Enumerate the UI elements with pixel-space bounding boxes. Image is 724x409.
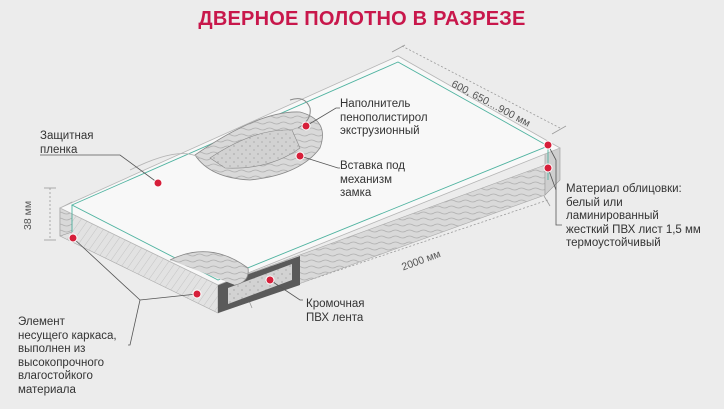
- leader-lines: [40, 107, 562, 346]
- marker-cladding-side: [543, 163, 553, 173]
- page-title: ДВЕРНОЕ ПОЛОТНО В РАЗРЕЗЕ: [198, 8, 526, 30]
- marker-lock-insert: [295, 151, 305, 161]
- panel-side-faces: [59, 139, 561, 314]
- label-filler: Наполнитель пенополистирол экструзионный: [340, 98, 428, 137]
- marker-filler: [301, 121, 311, 131]
- lock-insert-cutout: [129, 98, 323, 286]
- label-cladding-material: Материал облицовки: белый или ламинирова…: [566, 183, 701, 249]
- label-lock-insert: Вставка под механизм замка: [340, 160, 406, 199]
- dimension-thickness: 38 мм: [22, 200, 34, 230]
- label-frame-element: Элемент несущего каркаса, выполнен из вы…: [18, 316, 117, 396]
- marker-cladding-top: [543, 140, 553, 150]
- marker-edge-tape: [265, 275, 275, 285]
- label-protective-film: Защитная пленка: [40, 130, 94, 156]
- marker-frame-bottom: [192, 289, 202, 299]
- callout-markers: [68, 121, 553, 299]
- label-edge-tape: Кромочная ПВХ лента: [306, 298, 365, 324]
- marker-film: [153, 178, 163, 188]
- marker-frame-left: [68, 233, 78, 243]
